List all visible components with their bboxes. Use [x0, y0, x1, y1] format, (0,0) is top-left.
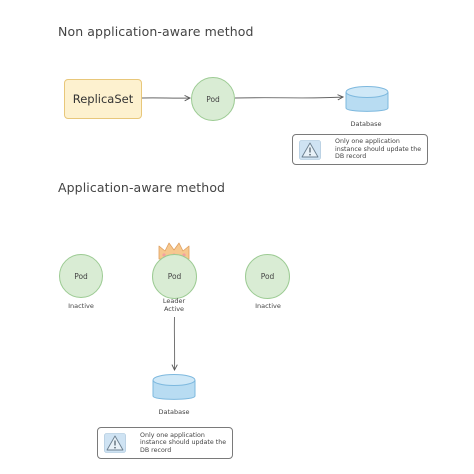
warning-icon	[299, 139, 321, 160]
pod-node: Pod	[191, 77, 235, 121]
pod-node-inactive-1: Pod	[59, 254, 103, 298]
warning-note-text: Only one application instance should upd…	[140, 431, 227, 454]
pod-label: Pod	[260, 272, 275, 281]
leader-caption-line2: Active	[163, 305, 185, 313]
leader-caption-line1: Leader	[162, 297, 186, 305]
warning-note-bottom: Only one application instance should upd…	[97, 427, 233, 459]
database-label: Database	[350, 120, 382, 128]
warning-note-text: Only one application instance should upd…	[335, 138, 422, 161]
database-node	[344, 84, 390, 120]
section-title-non-application-aware: Non application-aware method	[58, 24, 254, 39]
pod-status-inactive-2: Inactive	[255, 302, 281, 310]
warning-note: Only one application instance should upd…	[292, 134, 428, 165]
pod-node-leader: Pod	[152, 254, 197, 299]
section-title-application-aware: Application-aware method	[58, 180, 226, 195]
pod-label: Pod	[167, 272, 182, 281]
pod-label: Pod	[74, 271, 88, 281]
database-label-bottom: Database	[158, 408, 190, 416]
warning-icon	[104, 433, 126, 453]
replicaset-node: ReplicaSet	[64, 79, 142, 119]
database-icon	[152, 374, 196, 400]
arrow-pod-to-database	[234, 97, 343, 98]
pod-status-leader: Leader Active	[144, 297, 204, 313]
database-node-bottom	[151, 372, 197, 408]
pod-node-inactive-2: Pod	[245, 254, 290, 299]
database-icon	[345, 86, 389, 112]
replicaset-label: ReplicaSet	[72, 92, 134, 106]
pod-status-inactive-1: Inactive	[68, 302, 94, 310]
pod-label: Pod	[206, 94, 220, 104]
